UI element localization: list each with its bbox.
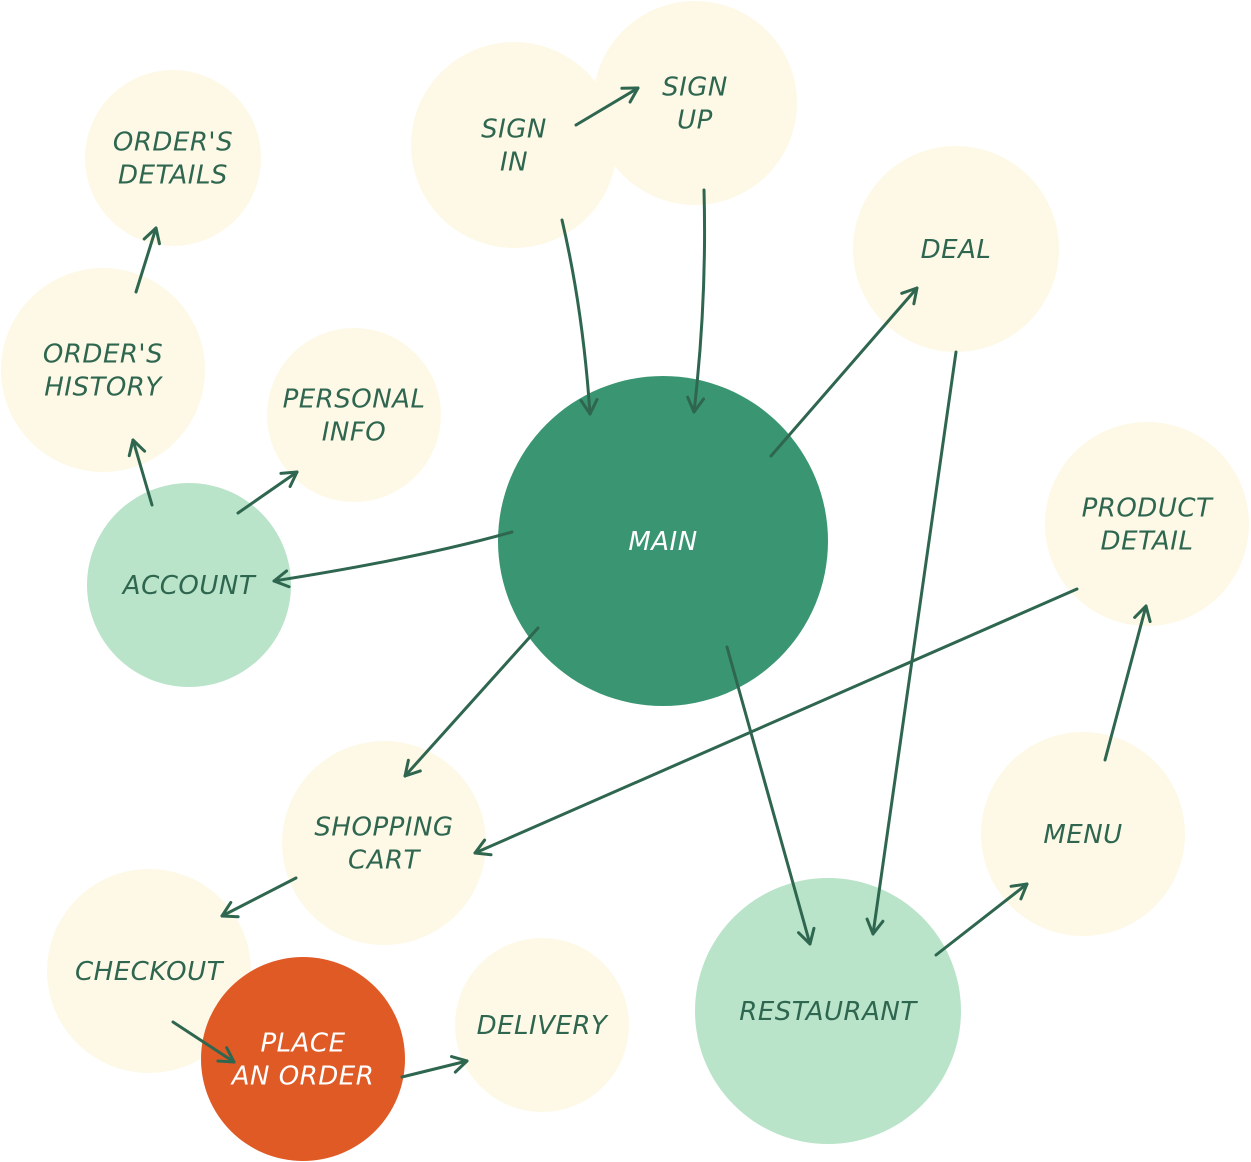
edge-main-to-shopping-cart xyxy=(403,626,540,778)
edge-main-to-restaurant xyxy=(725,645,816,946)
node-label-line: CHECKOUT xyxy=(75,957,225,987)
node-circle xyxy=(498,376,828,706)
node-label-line: MAIN xyxy=(628,527,697,557)
node-label-line: RESTAURANT xyxy=(739,997,918,1027)
edge-main-to-deal xyxy=(769,286,919,458)
node-account: ACCOUNT xyxy=(87,483,291,687)
node-circle xyxy=(593,1,797,205)
node-label-line: AN ORDER xyxy=(230,1062,375,1092)
node-restaurant: RESTAURANT xyxy=(695,878,961,1144)
edge-place-order-to-delivery xyxy=(400,1055,469,1079)
node-delivery: DELIVERY xyxy=(455,938,629,1112)
node-label-line: UP xyxy=(677,106,713,136)
node-deal: DEAL xyxy=(853,146,1059,352)
node-circle xyxy=(85,70,261,246)
node-label: RESTAURANT xyxy=(739,997,918,1027)
node-label-line: ORDER'S xyxy=(43,340,163,370)
node-circle xyxy=(87,483,291,687)
node-label-line: ACCOUNT xyxy=(121,571,257,601)
edge-orders-history-to-orders-details xyxy=(134,226,161,294)
node-label-line: INFO xyxy=(322,418,387,448)
edge-signin-to-signup xyxy=(574,86,640,127)
node-main: MAIN xyxy=(498,376,828,706)
node-menu: MENU xyxy=(981,732,1185,936)
node-circle xyxy=(695,878,961,1144)
node-circle xyxy=(981,732,1185,936)
edge-restaurant-to-menu xyxy=(934,882,1029,957)
node-circle xyxy=(455,938,629,1112)
node-label-line: SIGN xyxy=(481,115,547,145)
node-label-line: HISTORY xyxy=(44,373,163,403)
node-label-line: DELIVERY xyxy=(477,1011,609,1041)
node-label: MENU xyxy=(1043,820,1122,850)
node-label: MAIN xyxy=(628,527,697,557)
node-label-line: ORDER'S xyxy=(113,128,233,158)
edge-shopping-cart-to-checkout xyxy=(220,876,298,919)
node-label-line: PLACE xyxy=(260,1029,345,1059)
node-label-line: CART xyxy=(348,846,422,876)
node-circle xyxy=(282,741,486,945)
node-circle xyxy=(1,268,205,472)
edge-signin-to-main xyxy=(560,218,599,416)
node-label: DEAL xyxy=(921,235,992,265)
node-circle xyxy=(1045,422,1249,626)
node-label-line: MENU xyxy=(1043,820,1122,850)
node-label-line: DETAIL xyxy=(1101,527,1194,557)
node-circle xyxy=(47,869,251,1073)
edge-signup-to-main xyxy=(686,188,707,414)
node-checkout: CHECKOUT xyxy=(47,869,251,1073)
node-label: CHECKOUT xyxy=(75,957,225,987)
edges xyxy=(127,86,1152,1079)
node-label-line: PERSONAL xyxy=(283,385,426,415)
edge-account-to-personal-info xyxy=(236,470,299,515)
edge-checkout-to-place-order xyxy=(171,1020,236,1064)
edge-account-to-orders-history xyxy=(127,438,154,507)
node-label-line: DEAL xyxy=(921,235,992,265)
edge-menu-to-product-detail xyxy=(1103,604,1152,762)
node-circle xyxy=(411,42,617,248)
node-label-line: SIGN xyxy=(662,73,728,103)
node-circle xyxy=(201,957,405,1161)
node-label-line: PRODUCT xyxy=(1082,494,1214,524)
node-label: ACCOUNT xyxy=(121,571,257,601)
node-label: DELIVERY xyxy=(477,1011,609,1041)
edge-main-to-account xyxy=(272,530,514,589)
node-circle xyxy=(267,328,441,502)
node-label-line: SHOPPING xyxy=(314,813,453,843)
node-label-line: IN xyxy=(500,148,528,178)
edge-deal-to-restaurant xyxy=(865,350,958,936)
node-label-line: DETAILS xyxy=(118,161,228,191)
edge-product-detail-to-shopping-cart xyxy=(473,587,1079,857)
